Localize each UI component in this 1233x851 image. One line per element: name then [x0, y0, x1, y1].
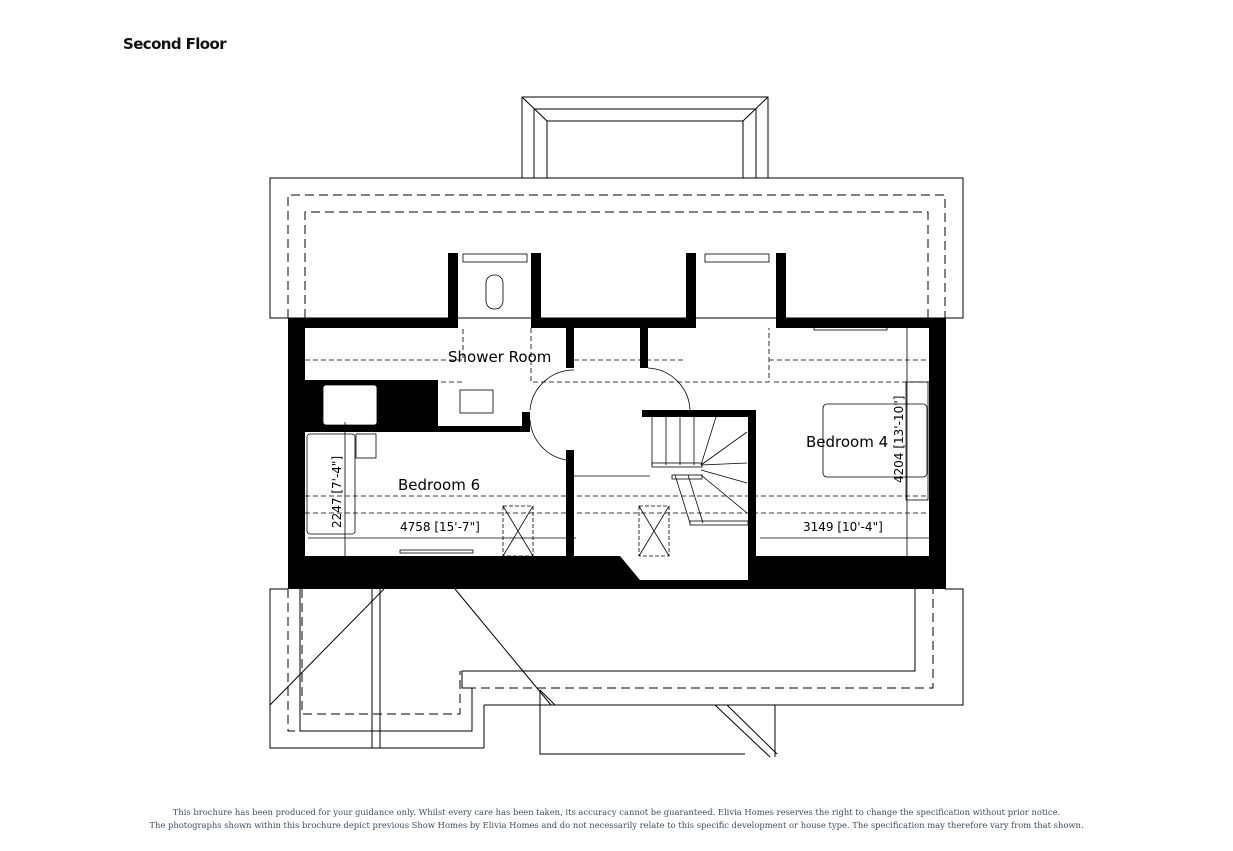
toilet	[485, 274, 504, 310]
shower-tray	[322, 384, 378, 426]
dimension-bedroom-6-depth: 2247 [7'-4"]	[330, 456, 344, 528]
top-roof-outline	[269, 177, 964, 319]
dimension-bedroom-6-width: 4758 [15'-7"]	[400, 520, 480, 534]
dimension-bedroom-4-depth: 4204 [13'-10"]	[892, 396, 906, 483]
top-dormer	[521, 96, 769, 179]
room-label-shower-room: Shower Room	[448, 348, 551, 366]
basin	[459, 389, 494, 414]
bed-4	[822, 403, 928, 478]
room-label-bedroom-4: Bedroom 4	[806, 433, 888, 451]
disclaimer-line-1: This brochure has been produced for your…	[172, 807, 1061, 817]
page-title: Second Floor	[123, 35, 227, 53]
disclaimer: This brochure has been produced for your…	[0, 806, 1233, 832]
loft-hatch	[502, 505, 670, 557]
bottom-roof-outline	[269, 588, 964, 758]
bed-6	[306, 433, 356, 535]
staircase	[574, 416, 749, 526]
disclaimer-line-2: The photographs shown within this brochu…	[149, 820, 1084, 830]
walls	[288, 253, 946, 589]
room-label-bedroom-6: Bedroom 6	[398, 476, 480, 494]
dimension-bedroom-4-width: 3149 [10'-4"]	[803, 520, 883, 534]
